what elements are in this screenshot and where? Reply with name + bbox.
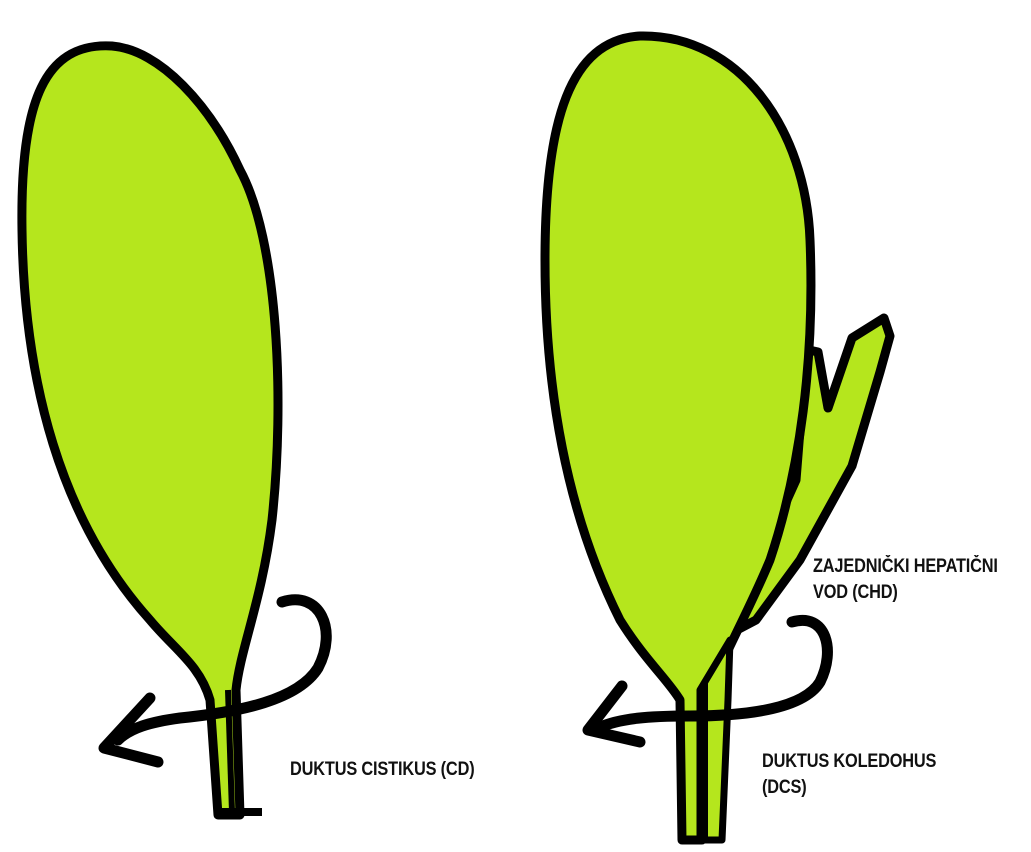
right-gallbladder-figure	[545, 36, 890, 840]
common-hepatic-duct-label-line2: VOD (CHD)	[813, 580, 998, 606]
common-bile-duct-label-line2: (DCS)	[762, 775, 936, 801]
left-gallbladder-figure	[22, 46, 326, 815]
cystic-duct-label: DUKTUS CISTIKUS (CD)	[290, 757, 474, 783]
cystic-duct-label-text: DUKTUS CISTIKUS (CD)	[290, 757, 474, 783]
common-hepatic-duct-label-line1: ZAJEDNIČKI HEPATIČNI	[813, 554, 998, 580]
common-bile-duct-label: DUKTUS KOLEDOHUS (DCS)	[762, 749, 936, 801]
common-hepatic-duct-label: ZAJEDNIČKI HEPATIČNI VOD (CHD)	[813, 554, 998, 606]
common-bile-duct-label-line1: DUKTUS KOLEDOHUS	[762, 749, 936, 775]
